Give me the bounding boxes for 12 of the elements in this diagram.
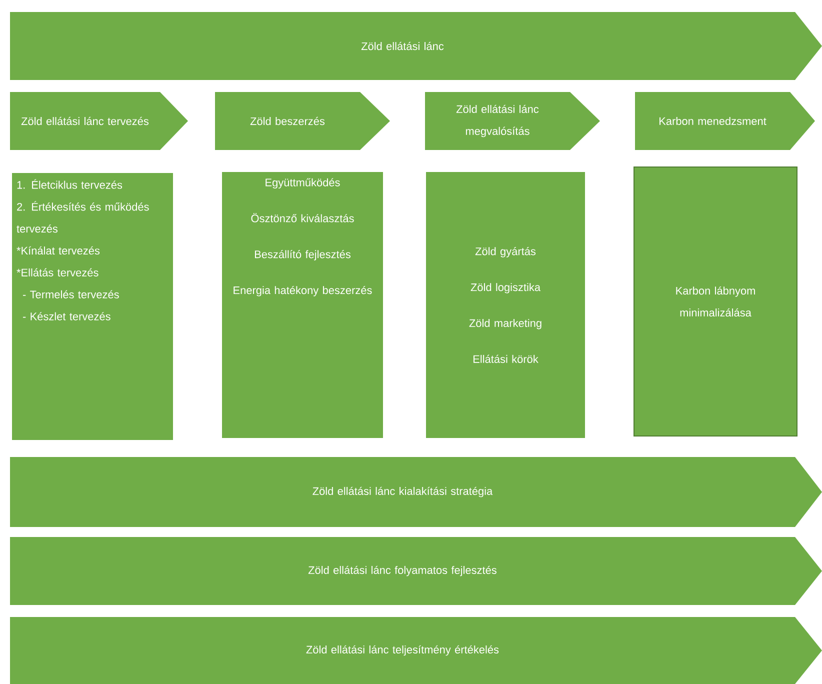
content-box: Karbon lábnyom minimalizálása: [634, 166, 798, 436]
arrow-band: Zöld ellátási lánc: [10, 12, 822, 80]
arrow-band: Zöld ellátási lánc teljesítmény értékelés: [10, 617, 822, 684]
content-box: Együttműködés Ösztönző kiválasztás Beszállító fejlesztés Energia hatékony beszerzés: [222, 172, 383, 438]
arrow-band: Zöld ellátási lánc folyamatos fejlesztés: [10, 537, 822, 605]
content-box: Zöld gyártás Zöld logisztika Zöld marketing Ellátási körök: [426, 172, 585, 438]
content-box: 1. Életciklus tervezés 2. Értékesítés és működés tervezés *Kínálat tervezés *Ellátás tervezés - Termelés tervezés - Készlet tervezés: [12, 173, 173, 440]
arrow-band: Karbon menedzsment: [635, 92, 815, 150]
arrow-band: Zöld beszerzés: [215, 92, 390, 150]
arrow-band: Zöld ellátási lánc megvalósítás: [425, 92, 600, 150]
arrow-band: Zöld ellátási lánc kialakítási stratégia: [10, 457, 822, 527]
arrow-band: Zöld ellátási lánc tervezés: [10, 92, 188, 150]
